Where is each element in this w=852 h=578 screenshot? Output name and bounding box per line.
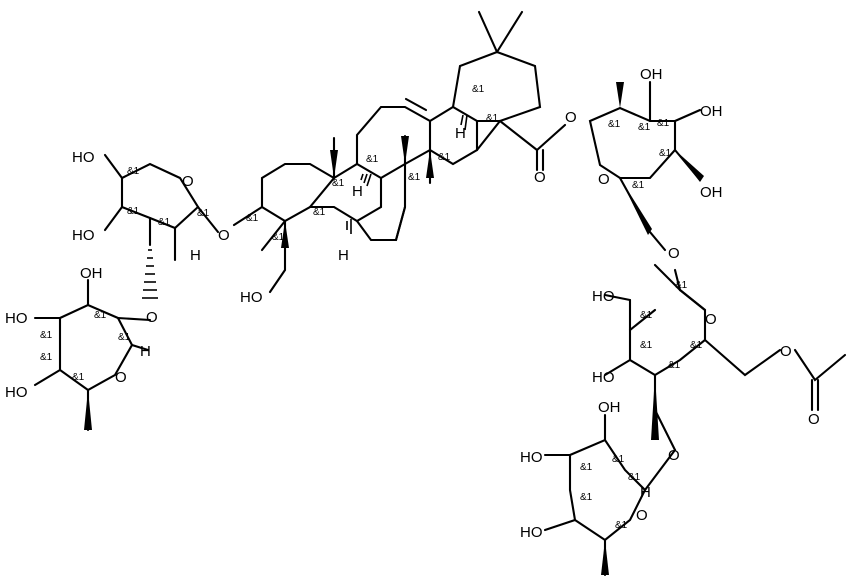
acetyl-group <box>793 348 847 412</box>
right-bottom-rhamnose-ring <box>543 413 677 577</box>
glycosidic-oxygen-label: O <box>146 309 158 326</box>
stereo-descriptor-label: &1 <box>580 492 593 503</box>
ring-oxygen-label: O <box>705 311 717 328</box>
h-label: H <box>352 183 363 200</box>
stereo-descriptor-label: &1 <box>197 208 210 219</box>
stereo-descriptor-label: &1 <box>472 84 485 95</box>
stereo-descriptor-label: &1 <box>72 372 85 383</box>
right-middle-pyranose-ring <box>603 263 782 452</box>
ester-oxygen-label: O <box>780 343 792 360</box>
stereo-descriptor-label: &1 <box>246 213 259 224</box>
left-pyranose-ring <box>103 153 220 299</box>
h-label: H <box>455 125 466 142</box>
stereo-descriptor-label: &1 <box>408 172 421 183</box>
stereo-descriptor-label: &1 <box>632 180 645 191</box>
stereo-descriptor-label: &1 <box>127 206 140 217</box>
stereo-descriptor-label: &1 <box>158 217 171 228</box>
oh-label: HO <box>5 384 28 401</box>
stereo-descriptor-label: &1 <box>118 332 131 343</box>
stereo-descriptor-label: &1 <box>640 340 653 351</box>
stereo-descriptor-label: &1 <box>690 340 703 351</box>
stereo-descriptor-label: &1 <box>127 166 140 177</box>
oh-label: HO <box>5 310 28 327</box>
stereo-descriptors: &1 &1 &1 &1 &1 &1 &1 &1 &1 &1 &1 &1 &1 &… <box>40 84 703 531</box>
ester-oxygen-label: O <box>565 109 577 126</box>
oh-label: HO <box>520 524 543 541</box>
stereo-descriptor-label: &1 <box>438 152 451 163</box>
aglycone-core <box>232 10 567 294</box>
left-rhamnose-ring <box>33 278 152 432</box>
ring-oxygen-label: O <box>636 507 648 524</box>
oh-label: HO <box>72 149 95 166</box>
stereo-descriptor-label: &1 <box>657 118 670 129</box>
stereo-descriptor-label: &1 <box>615 520 628 531</box>
stereo-descriptor-label: &1 <box>608 119 621 130</box>
glycosidic-oxygen-label: O <box>668 447 680 464</box>
stereo-descriptor-label: &1 <box>580 462 593 473</box>
ring-oxygen-label: O <box>182 173 194 190</box>
stereo-descriptor-label: &1 <box>366 154 379 165</box>
stereo-descriptor-label: &1 <box>94 310 107 321</box>
oh-label: HO <box>240 289 263 306</box>
ring-oxygen-label: O <box>115 369 127 386</box>
stereo-descriptor-label: &1 <box>486 113 499 124</box>
h-label: H <box>140 343 151 360</box>
stereo-descriptor-label: &1 <box>313 207 326 218</box>
oh-label: OH <box>598 399 621 416</box>
stereo-descriptor-label: &1 <box>640 310 653 321</box>
stereo-descriptor-label: &1 <box>40 330 53 341</box>
atom-labels: HO O HO O H O OH HO HO O H HO H H H O O … <box>5 66 820 541</box>
oh-label: OH <box>700 103 723 120</box>
stereo-descriptor-label: &1 <box>628 472 641 483</box>
stereo-descriptor-label: &1 <box>638 122 651 133</box>
right-upper-pyranose-ring <box>588 80 704 252</box>
stereo-descriptor-label: &1 <box>612 454 625 465</box>
h-label: H <box>190 247 201 264</box>
carbonyl-oxygen-label: O <box>534 169 546 186</box>
oh-label: OH <box>640 66 663 83</box>
stereo-descriptor-label: &1 <box>668 360 681 371</box>
oh-label: HO <box>592 369 615 386</box>
stereo-descriptor-label: &1 <box>272 232 285 243</box>
stereo-descriptor-label: &1 <box>332 178 345 189</box>
oh-label: HO <box>592 288 615 305</box>
oh-label: HO <box>520 449 543 466</box>
oh-label: HO <box>72 227 95 244</box>
glycosidic-oxygen-label: O <box>218 227 230 244</box>
oh-label: OH <box>80 265 103 282</box>
ring-oxygen-label: O <box>598 171 610 188</box>
stereo-descriptor-label: &1 <box>40 352 53 363</box>
oh-label: OH <box>700 184 723 201</box>
stereo-descriptor-label: &1 <box>659 148 672 159</box>
h-label: H <box>640 484 651 501</box>
h-label: H <box>338 247 349 264</box>
carbonyl-oxygen-label: O <box>808 411 820 428</box>
stereo-descriptor-label: &1 <box>675 280 688 291</box>
glycosidic-oxygen-label: O <box>668 245 680 262</box>
